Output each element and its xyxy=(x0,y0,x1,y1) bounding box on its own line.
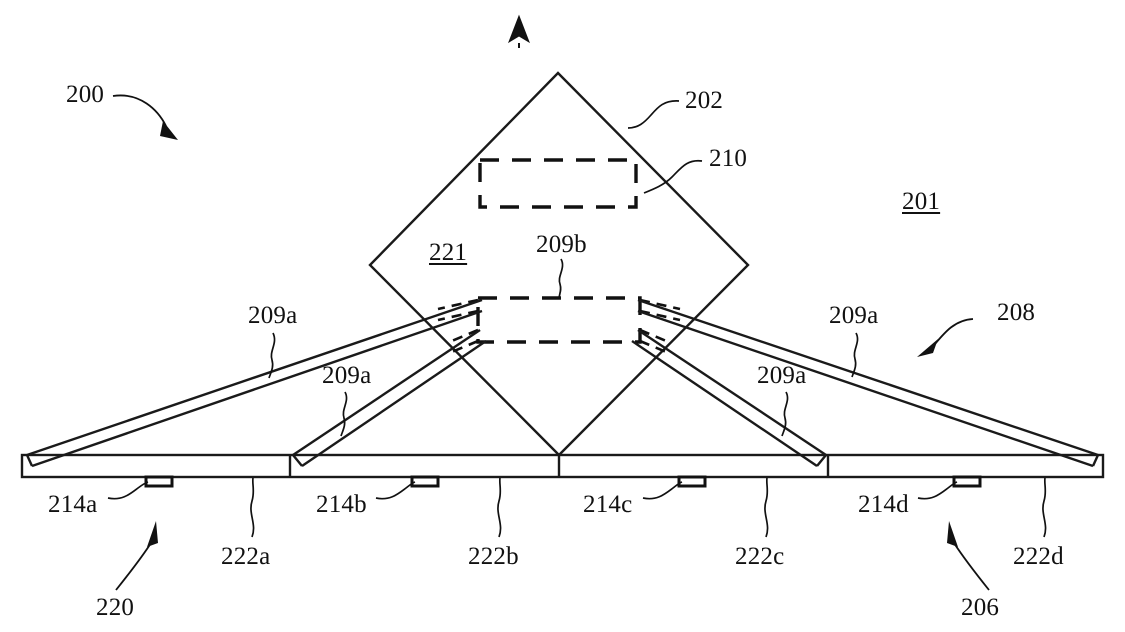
leader-202 xyxy=(627,100,680,129)
leader-222c xyxy=(764,477,769,538)
label-206: 206 xyxy=(961,594,1000,621)
label-200: 200 xyxy=(66,81,105,108)
leader-209a-right-outer xyxy=(851,332,859,378)
dashed-chord-stubs-right xyxy=(639,298,681,356)
leader-214b xyxy=(375,481,416,500)
connector-block-214c xyxy=(677,475,707,488)
chord-209a-left-inner xyxy=(292,329,487,467)
diamond-ridge-member xyxy=(368,71,750,457)
label-214c: 214c xyxy=(583,491,633,518)
leader-206 xyxy=(947,521,990,591)
leader-214d xyxy=(917,481,958,500)
leader-220 xyxy=(115,521,158,591)
connector-block-214a xyxy=(144,475,174,488)
chord-209a-right-inner xyxy=(631,329,827,467)
leader-208 xyxy=(917,318,974,357)
label-208: 208 xyxy=(997,299,1036,326)
leader-200 xyxy=(112,94,178,140)
label-209a-right-inner: 209a xyxy=(757,362,807,389)
leader-209a-left-inner xyxy=(340,391,348,437)
label-209a-right-outer: 209a xyxy=(829,302,879,329)
up-arrow-icon xyxy=(508,14,530,48)
dashed-box-210 xyxy=(478,158,638,209)
label-209a-left-outer: 209a xyxy=(248,302,298,329)
label-214b: 214b xyxy=(316,491,367,518)
label-222a: 222a xyxy=(221,543,271,570)
label-210: 210 xyxy=(709,145,748,172)
leader-222d xyxy=(1042,477,1047,538)
chord-209a-right-outer xyxy=(637,298,1100,468)
leader-214a xyxy=(107,481,149,500)
connector-block-214d xyxy=(952,475,982,488)
leader-209b xyxy=(558,258,564,300)
leader-222a xyxy=(250,477,255,538)
label-214a: 214a xyxy=(48,491,98,518)
base-beam xyxy=(20,453,1105,479)
leader-209a-left-outer xyxy=(268,332,276,379)
leader-209a-right-inner xyxy=(781,391,789,437)
label-221: 221 xyxy=(429,239,468,266)
label-222d: 222d xyxy=(1013,543,1064,570)
dashed-chord-stubs-left xyxy=(437,298,479,356)
leader-222b xyxy=(497,477,502,538)
label-220: 220 xyxy=(96,594,135,621)
leader-210 xyxy=(643,159,703,194)
leader-214c xyxy=(642,481,683,500)
label-222c: 222c xyxy=(735,543,785,570)
label-202: 202 xyxy=(685,87,724,114)
dashed-box-209b xyxy=(476,296,642,344)
label-214d: 214d xyxy=(858,491,909,518)
label-209a-left-inner: 209a xyxy=(322,362,372,389)
label-222b: 222b xyxy=(468,543,519,570)
connector-block-214b xyxy=(410,475,440,488)
label-201: 201 xyxy=(902,188,941,215)
label-209b: 209b xyxy=(536,231,587,258)
chord-209a-left-outer xyxy=(25,298,483,468)
